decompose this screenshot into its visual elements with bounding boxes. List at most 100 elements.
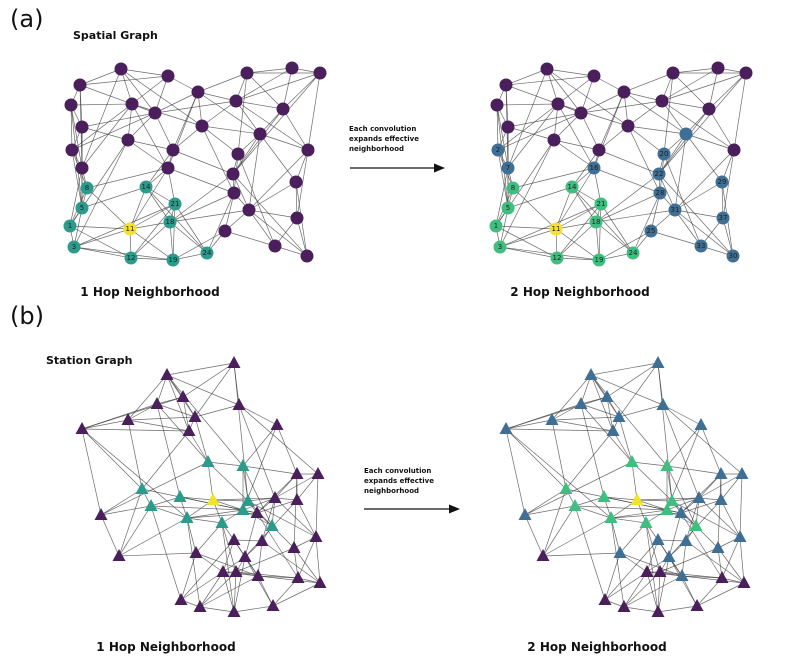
station-right-edge bbox=[671, 497, 700, 502]
spatial-left-edge bbox=[235, 100, 309, 151]
spatial-right-node-circle bbox=[499, 78, 513, 92]
station-right-edge bbox=[505, 396, 608, 430]
spatial-left-edge bbox=[201, 125, 235, 194]
station-right-node bbox=[584, 368, 598, 380]
spatial-right-node-label: 33 bbox=[697, 242, 706, 250]
station-right-node bbox=[735, 467, 749, 479]
station-left-edge bbox=[212, 497, 276, 501]
spatial-right-node-label: 1 bbox=[494, 222, 498, 230]
spatial-left-node: 21 bbox=[168, 197, 182, 211]
spatial-left-node: 19 bbox=[166, 253, 180, 267]
station-left-node bbox=[215, 516, 229, 528]
spatial-left-node bbox=[276, 102, 290, 116]
station-right-node bbox=[604, 511, 618, 523]
spatial-left-node bbox=[231, 147, 245, 161]
spatial-right-node-circle bbox=[702, 102, 716, 116]
spatial-right-node-label: 22 bbox=[655, 170, 664, 178]
spatial-right-node-label: 19 bbox=[595, 256, 604, 264]
spatial-right-node-label: 20 bbox=[660, 150, 669, 158]
station-right-edge bbox=[657, 556, 670, 613]
spatial-right-node bbox=[702, 102, 716, 116]
station-right-edge bbox=[612, 430, 633, 463]
spatial-left-edge bbox=[282, 72, 321, 110]
spatial-left-edge bbox=[154, 75, 169, 114]
spatial-left-node-circle bbox=[195, 119, 209, 133]
station-left-edge bbox=[199, 606, 235, 613]
station-right-edge bbox=[657, 362, 673, 502]
station-right-edge bbox=[565, 430, 614, 490]
station-left-edge bbox=[182, 362, 235, 398]
spatial-right-node bbox=[547, 133, 561, 147]
station-left-edge bbox=[256, 473, 298, 514]
spatial-right-node: 11 bbox=[549, 222, 563, 236]
spatial-left-edge bbox=[129, 221, 171, 230]
spatial-left-edge bbox=[248, 209, 298, 219]
spatial-left-node-circle bbox=[268, 239, 282, 253]
spatial-right-node-circle bbox=[716, 211, 730, 225]
station-right-node bbox=[689, 519, 703, 531]
station-left-edge bbox=[166, 374, 190, 432]
spatial-left-edge bbox=[246, 67, 293, 74]
spatial-right-edge bbox=[623, 72, 674, 93]
spatial-right-node: 30 bbox=[726, 249, 740, 263]
spatial-right-edge bbox=[658, 173, 734, 257]
spatial-right-node-circle bbox=[589, 215, 603, 229]
station-left-node bbox=[229, 565, 243, 577]
spatial-left-node-circle bbox=[67, 240, 81, 254]
spatial-left-edge bbox=[232, 173, 308, 257]
spatial-right-edge bbox=[556, 257, 600, 261]
station-right-edge bbox=[604, 539, 659, 601]
station-left-edge bbox=[274, 473, 319, 499]
spatial-right-node-circle bbox=[711, 61, 725, 75]
station-right-edge bbox=[574, 505, 606, 601]
spatial-left-edge bbox=[129, 228, 174, 261]
station-left-edge bbox=[180, 571, 224, 601]
spatial-left-node-circle bbox=[64, 98, 78, 112]
spatial-left-edge bbox=[81, 126, 129, 141]
station-right-node bbox=[674, 506, 688, 518]
spatial-right-node-circle bbox=[592, 253, 606, 267]
station-left-node bbox=[180, 511, 194, 523]
station-left-edge bbox=[81, 428, 143, 490]
station-right-edge bbox=[717, 473, 722, 549]
station-left-node bbox=[291, 571, 305, 583]
station-left-edge bbox=[150, 505, 244, 511]
station-left-edge bbox=[233, 605, 274, 613]
station-left-node bbox=[135, 482, 149, 494]
spatial-left-node bbox=[227, 186, 241, 200]
spatial-right-node-circle bbox=[587, 161, 601, 175]
station-right-edge bbox=[610, 509, 668, 519]
spatial-right-edge bbox=[499, 207, 509, 248]
spatial-left-node-circle bbox=[218, 224, 232, 238]
panel-b-arrow-text-2: expands effective bbox=[364, 477, 434, 485]
station-left-edge bbox=[118, 505, 152, 557]
station-left-edge bbox=[118, 517, 188, 557]
station-right-edge bbox=[618, 362, 659, 418]
spatial-right-node: 37 bbox=[716, 211, 730, 225]
station-left-edge bbox=[81, 419, 129, 430]
spatial-right-node bbox=[679, 127, 693, 141]
panel-b-title: Station Graph bbox=[46, 354, 132, 367]
station-right-node bbox=[597, 490, 611, 502]
spatial-right-edge bbox=[632, 192, 661, 254]
spatial-left-node-label: 14 bbox=[142, 183, 151, 191]
spatial-right-edge bbox=[658, 133, 687, 175]
spatial-left-node bbox=[285, 61, 299, 75]
station-right-node bbox=[665, 494, 679, 506]
spatial-left-node bbox=[161, 69, 175, 83]
spatial-right-edge bbox=[598, 203, 602, 261]
spatial-right-edge bbox=[722, 149, 735, 219]
spatial-left-edge bbox=[169, 192, 235, 223]
station-left-edge bbox=[212, 499, 249, 502]
spatial-right-node: 16 bbox=[587, 161, 601, 175]
station-right-edge bbox=[680, 473, 722, 514]
spatial-left-node bbox=[268, 239, 282, 253]
spatial-left-edge bbox=[296, 217, 308, 257]
station-right-node bbox=[499, 422, 513, 434]
spatial-left-node-circle bbox=[289, 175, 303, 189]
spatial-right-node-label: 31 bbox=[671, 206, 680, 214]
spatial-right-edge bbox=[555, 186, 573, 230]
station-right-node bbox=[653, 565, 667, 577]
station-left-edge bbox=[207, 461, 249, 502]
